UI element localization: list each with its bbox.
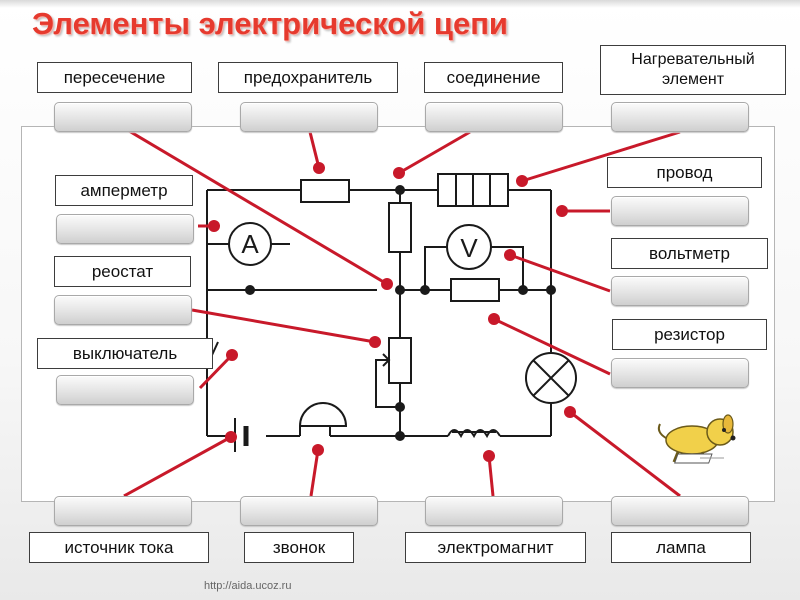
connector-switch <box>198 353 234 390</box>
slot-switch[interactable] <box>56 375 194 405</box>
page-title: Элементы электрической цепи <box>32 6 508 41</box>
connector-lines <box>123 126 681 498</box>
label-switch[interactable]: выключатель <box>37 338 213 369</box>
connector-fuse <box>308 131 321 169</box>
connector-electromagnet <box>487 455 495 497</box>
connector-resistor <box>493 317 611 376</box>
slot-power-source[interactable] <box>54 496 192 526</box>
connector-connection <box>398 130 471 175</box>
slot-bell[interactable] <box>240 496 378 526</box>
label-wire[interactable]: провод <box>607 157 762 188</box>
mascot-dog-icon <box>657 414 736 464</box>
junction-dots <box>245 185 556 441</box>
connector-bell <box>309 449 320 497</box>
connector-lamp <box>569 410 681 498</box>
top-band <box>0 0 800 8</box>
slot-ammeter[interactable] <box>56 214 194 244</box>
label-electromagnet[interactable]: электромагнит <box>405 532 586 563</box>
connector-heating <box>521 130 681 183</box>
ammeter-symbol: A <box>228 222 272 266</box>
bell-symbol <box>298 402 348 436</box>
slot-rheostat[interactable] <box>54 295 192 325</box>
label-power-source[interactable]: источник тока <box>29 532 209 563</box>
label-rheostat[interactable]: реостат <box>54 256 191 287</box>
fuse-symbol <box>300 179 350 203</box>
resistor-vertical-symbol <box>388 202 412 253</box>
label-connection[interactable]: соединение <box>424 62 563 93</box>
voltmeter-letter: V <box>460 233 478 263</box>
footer-url: http://aida.ucoz.ru <box>204 580 292 592</box>
slot-electromagnet[interactable] <box>425 496 563 526</box>
connector-power-source <box>123 435 232 498</box>
label-bell[interactable]: звонок <box>244 532 354 563</box>
label-heating-element[interactable]: Нагревательный элемент <box>600 45 786 95</box>
slot-lamp[interactable] <box>611 496 749 526</box>
label-voltmeter[interactable]: вольтметр <box>611 238 768 269</box>
slot-wire[interactable] <box>611 196 749 226</box>
heating-element-symbol <box>437 173 509 207</box>
resistor-symbol <box>450 278 500 302</box>
slot-intersection[interactable] <box>54 102 192 132</box>
rheostat-symbol <box>376 337 412 384</box>
connector-intersection <box>123 126 388 286</box>
connector-voltmeter <box>509 253 611 293</box>
lamp-symbol <box>525 352 577 404</box>
ammeter-letter: A <box>241 229 259 259</box>
label-fuse[interactable]: предохранитель <box>218 62 398 93</box>
voltmeter-symbol: V <box>446 224 492 270</box>
label-ammeter[interactable]: амперметр <box>55 175 193 206</box>
label-resistor[interactable]: резистор <box>612 319 767 350</box>
connector-dots <box>208 162 576 462</box>
label-intersection[interactable]: пересечение <box>37 62 192 93</box>
wire-voltmeter-branch <box>424 246 524 290</box>
slot-voltmeter[interactable] <box>611 276 749 306</box>
slot-connection[interactable] <box>425 102 563 132</box>
slot-fuse[interactable] <box>240 102 378 132</box>
connector-rheostat <box>191 308 376 344</box>
label-lamp[interactable]: лампа <box>611 532 751 563</box>
slot-heating-element[interactable] <box>611 102 749 132</box>
slot-resistor[interactable] <box>611 358 749 388</box>
